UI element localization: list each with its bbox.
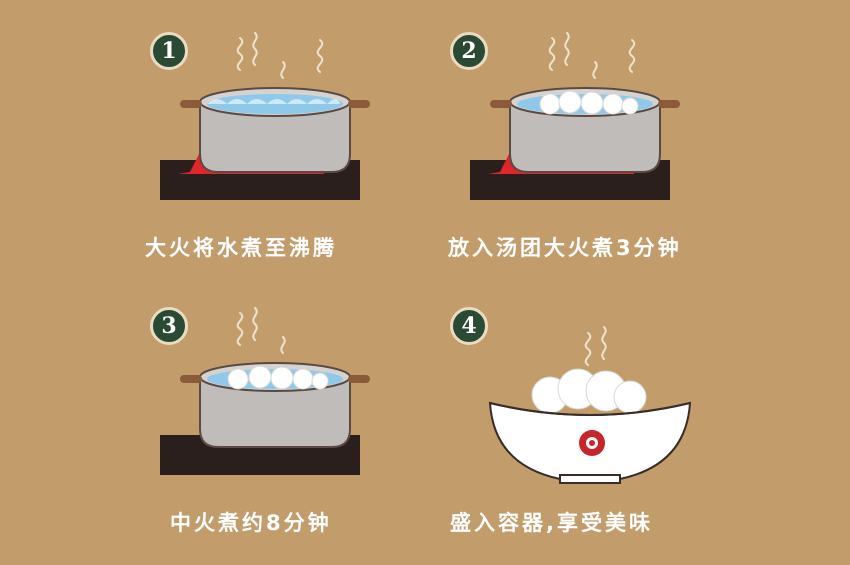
step-number-badge: 4 <box>450 307 488 345</box>
step-caption: 大火将水煮至沸腾 <box>145 236 337 260</box>
pot-with-tangyuan-high-heat-icon <box>470 32 680 200</box>
pot-with-tangyuan-medium-heat-icon <box>160 307 370 475</box>
step-2: 2 放入汤团大火煮3分钟 <box>448 20 790 290</box>
step-caption: 盛入容器,享受美味 <box>450 511 653 535</box>
step-1: 1 大火将水煮至沸腾 <box>140 20 480 290</box>
pot-boiling-water-icon <box>160 32 370 200</box>
step-4: 4 盛入容器,享受美味 <box>450 295 790 565</box>
step-caption: 中火煮约8分钟 <box>170 511 332 535</box>
step-number-badge: 1 <box>150 32 188 70</box>
step-number-badge: 3 <box>150 307 188 345</box>
bowl-of-tangyuan-icon <box>488 326 692 484</box>
step-3: 3 中火煮约8分钟 <box>140 295 480 565</box>
step-caption: 放入汤团大火煮3分钟 <box>448 236 682 260</box>
bowl-emblem-icon <box>579 430 605 456</box>
step-number-badge: 2 <box>450 32 488 70</box>
